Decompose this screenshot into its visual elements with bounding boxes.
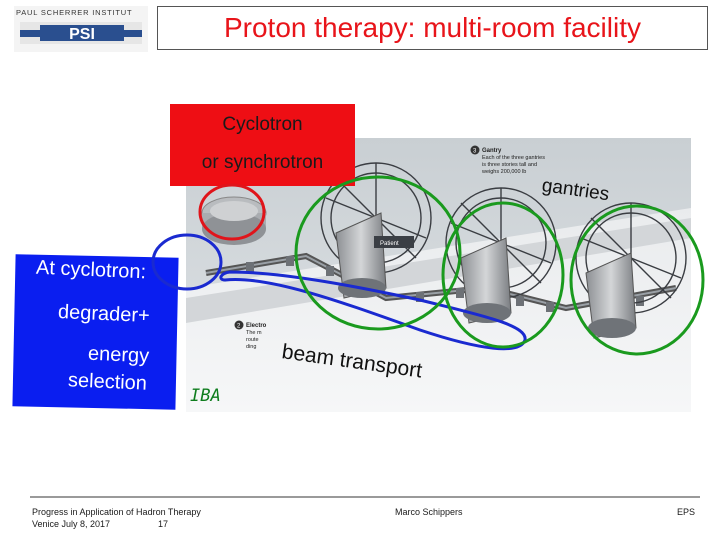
footer-conference: Progress in Application of Hadron Therap… bbox=[32, 507, 201, 517]
footer-org: EPS bbox=[677, 507, 695, 517]
gantry-annotation-line3: weighs 200,000 lb bbox=[481, 169, 526, 175]
cyclotron-label-box: Cyclotron or synchrotron bbox=[170, 104, 355, 186]
footer-venue-date: Venice July 8, 2017 bbox=[32, 519, 110, 529]
electro-annotation-line1: The m bbox=[246, 330, 262, 336]
page-title: Proton therapy: multi-room facility bbox=[224, 12, 641, 44]
gantry-annotation-line2: is three stories tall and bbox=[482, 162, 537, 168]
image-credit: IBA bbox=[190, 386, 221, 406]
electro-annotation-title: Electro bbox=[246, 323, 267, 329]
gantry-annotation-line1: Each of the three gantries bbox=[482, 155, 545, 161]
psi-logo-mark: PSI bbox=[69, 26, 95, 43]
title-frame: Proton therapy: multi-room facility bbox=[157, 6, 708, 50]
electro-annotation-line2: route bbox=[246, 337, 259, 343]
patient-label: Patient bbox=[380, 241, 399, 247]
footer-author: Marco Schippers bbox=[395, 507, 463, 517]
gantry-annotation-title: Gantry bbox=[482, 148, 502, 154]
cyclotron-label-line1: Cyclotron bbox=[170, 114, 355, 136]
footer-divider bbox=[30, 496, 700, 498]
cyclotron-label-line2: or synchrotron bbox=[170, 152, 355, 174]
energy-label: energy bbox=[88, 343, 150, 369]
footer-page-number: 17 bbox=[158, 519, 168, 529]
selection-label: selection bbox=[68, 369, 148, 395]
logo-text: PAUL SCHERRER INSTITUT bbox=[16, 8, 132, 17]
electro-annotation-line3: ding bbox=[246, 344, 256, 350]
at-cyclotron-label: At cyclotron: bbox=[36, 257, 147, 285]
degrader-label: degrader+ bbox=[58, 301, 151, 328]
